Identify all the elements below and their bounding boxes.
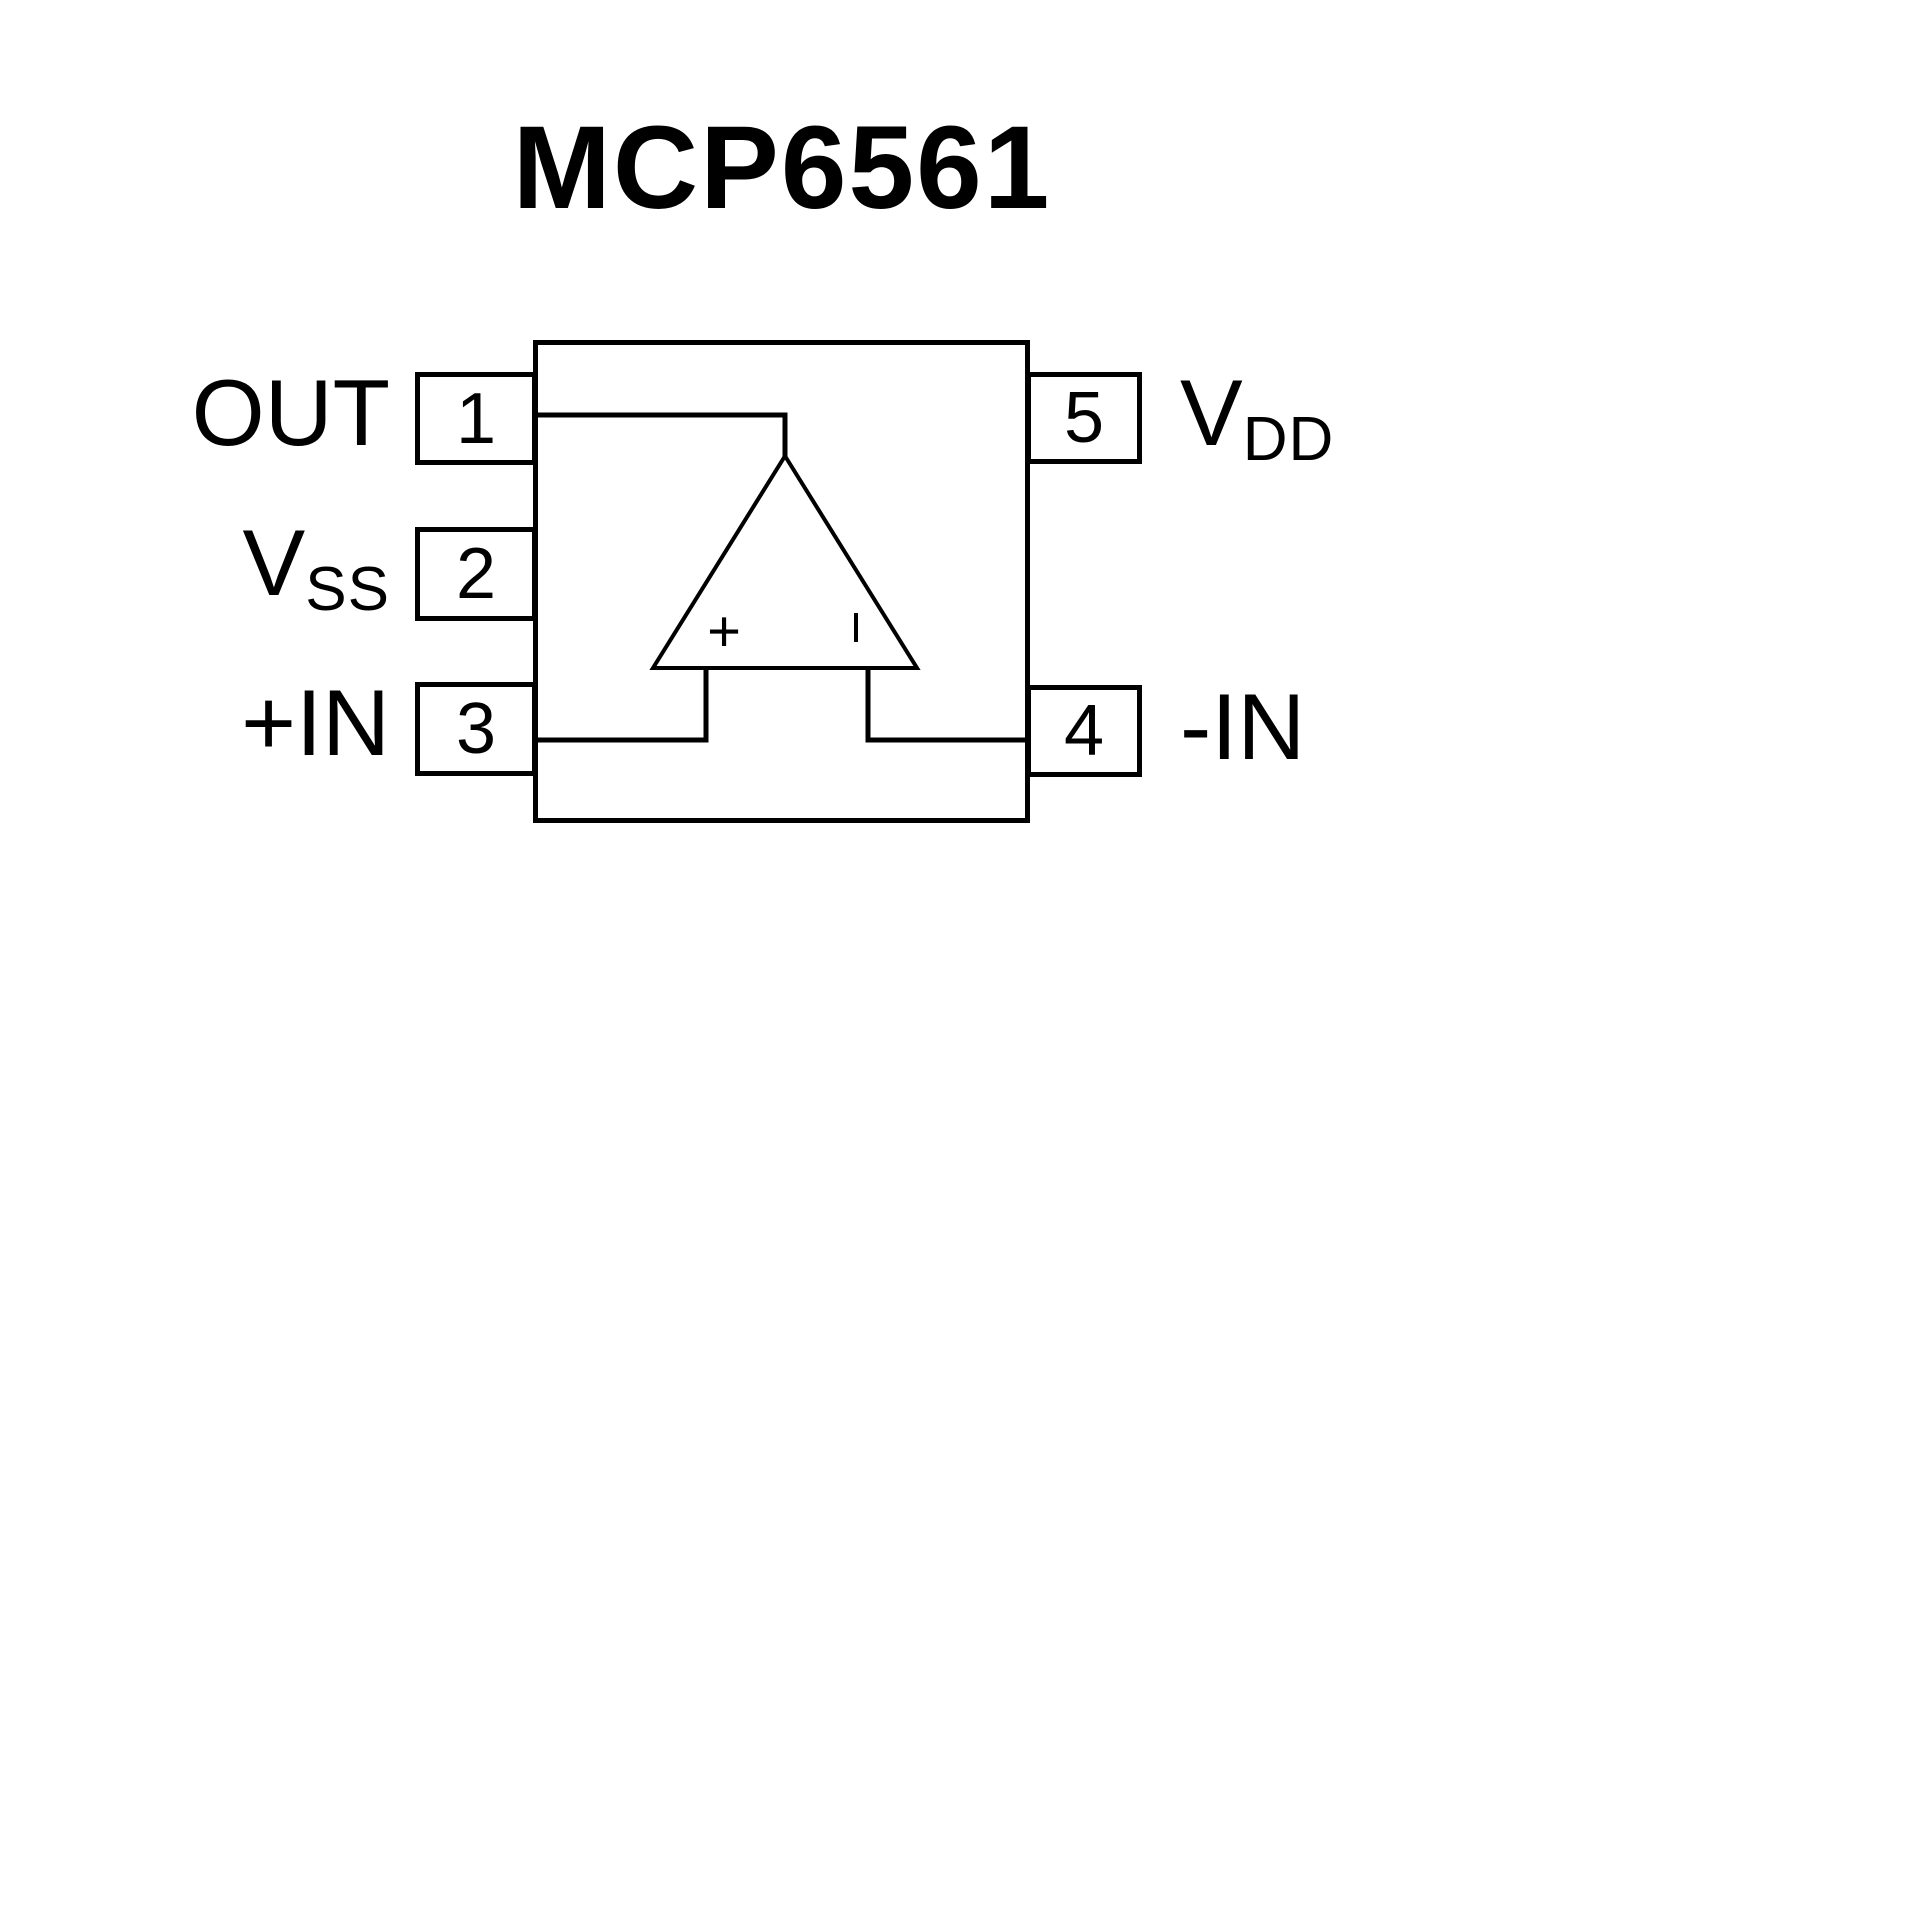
pin-label-vdd: VDD [1180, 366, 1580, 471]
pin-number-1: 1 [455, 378, 497, 459]
pin-box-2: 2 [415, 527, 537, 621]
pin-label-minus-in: -IN [1180, 680, 1580, 774]
pin-label-out: OUT [60, 366, 390, 460]
pin-label-plus-in-text: +IN [241, 670, 390, 775]
pin-label-vdd-text: V [1180, 360, 1243, 465]
pin-label-plus-in: +IN [60, 676, 390, 770]
pin-number-2: 2 [455, 534, 497, 614]
pin-number-5: 5 [1063, 378, 1105, 458]
chip-title: MCP6561 [512, 102, 1052, 234]
pin-label-out-text: OUT [191, 360, 390, 465]
pin-box-1: 1 [415, 372, 537, 465]
pin-label-vdd-sub: DD [1242, 404, 1335, 474]
pin-box-4: 4 [1026, 685, 1142, 777]
pin-number-3: 3 [455, 689, 497, 769]
pin-label-vss-text: V [242, 510, 306, 615]
pin-label-minus-in-text: -IN [1180, 674, 1306, 779]
pin-label-vss-sub: SS [305, 554, 390, 624]
pin-number-4: 4 [1063, 691, 1105, 771]
pin-label-vss: VSS [60, 516, 390, 621]
pin-box-3: 3 [415, 682, 537, 776]
pin-box-5: 5 [1026, 372, 1142, 464]
chip-body [533, 340, 1030, 823]
